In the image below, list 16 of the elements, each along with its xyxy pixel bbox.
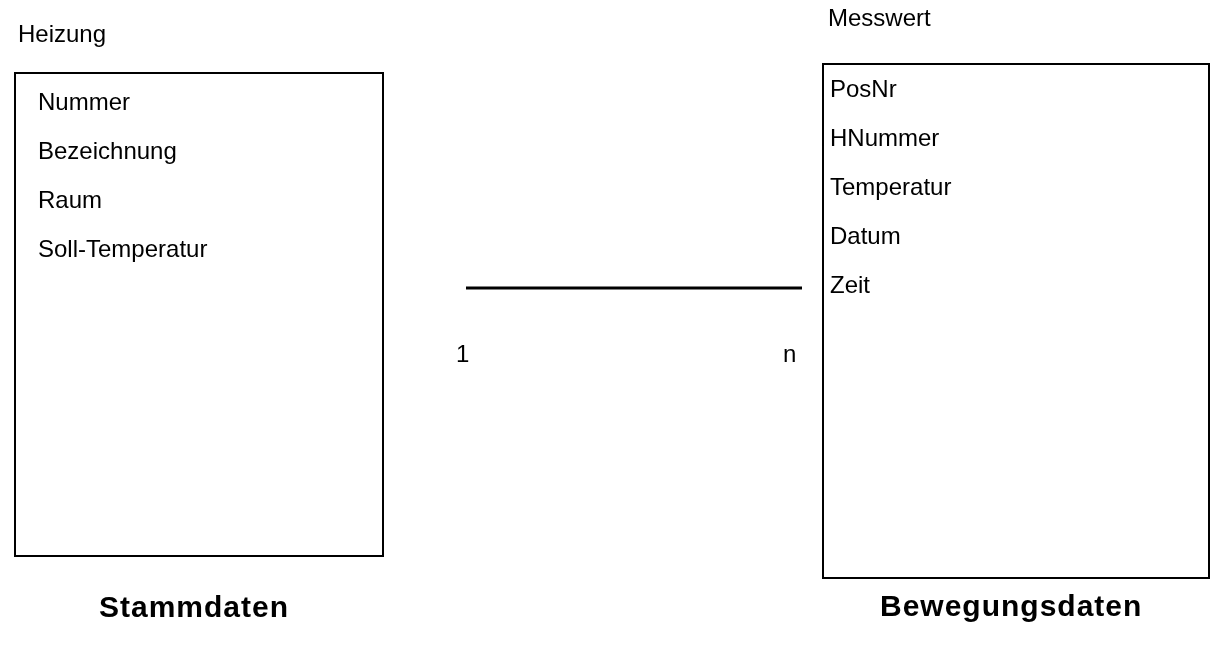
attribute-name: Soll-Temperatur	[38, 235, 208, 263]
attribute-name: PosNr	[830, 75, 897, 103]
entity-name: Messwert	[828, 4, 931, 32]
node-label: Bewegungsdaten	[880, 589, 1143, 623]
attribute-name: Datum	[830, 222, 901, 250]
entity-name: Heizung	[18, 20, 107, 48]
cardinality-label: 1	[456, 340, 470, 368]
attribute-name: Zeit	[830, 271, 870, 299]
cardinality-label: n	[783, 340, 797, 368]
relationship-line	[466, 286, 802, 290]
attribute-name: Temperatur	[830, 173, 952, 201]
attribute-name: Bezeichnung	[38, 137, 177, 165]
attribute-name: HNummer	[830, 124, 940, 152]
attribute-name: Nummer	[38, 88, 130, 116]
attribute-name: Raum	[38, 186, 103, 214]
node-label: Stammdaten	[99, 590, 290, 624]
